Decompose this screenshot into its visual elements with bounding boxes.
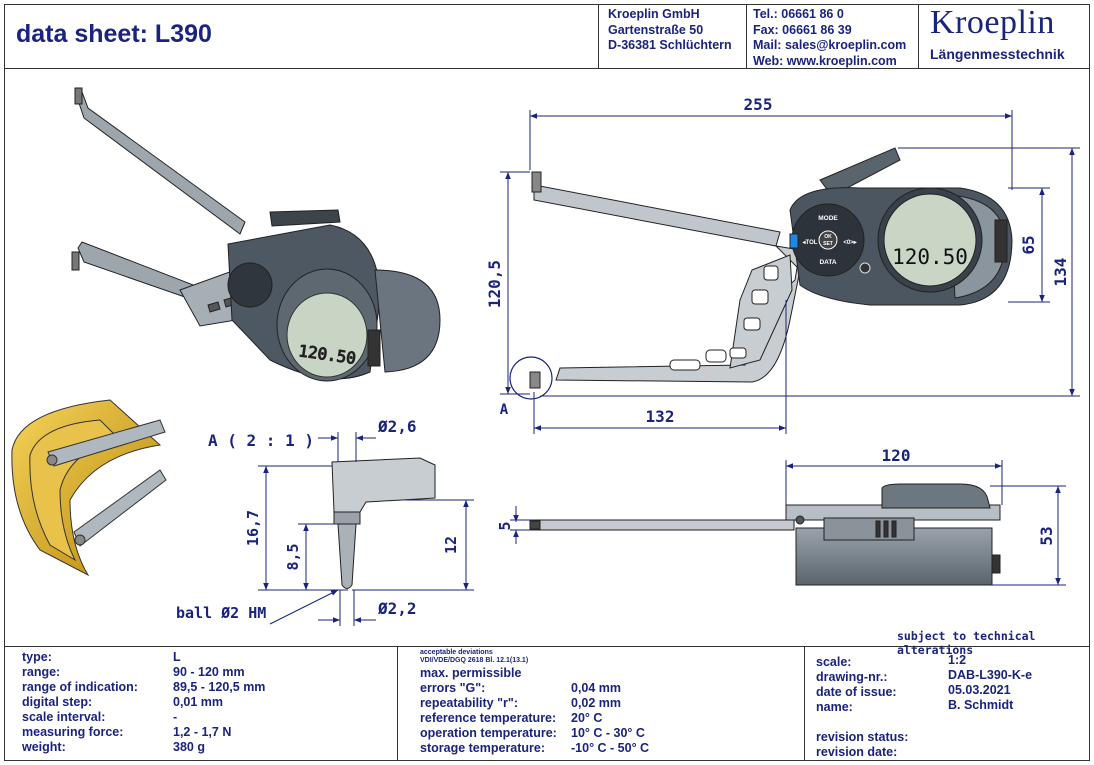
header-divider bbox=[4, 68, 1090, 69]
dim-53: 53 bbox=[1037, 526, 1056, 545]
dim-8-5: 8,5 bbox=[284, 543, 302, 570]
spec-label-range: range: bbox=[22, 665, 61, 679]
header-sep-1 bbox=[598, 4, 599, 68]
brand-logo: Kroeplin bbox=[930, 4, 1055, 41]
header-sep-2 bbox=[746, 4, 747, 68]
page-title: data sheet: L390 bbox=[16, 20, 212, 48]
side-view bbox=[529, 483, 1001, 586]
dev-label-ref-temp: reference temperature: bbox=[420, 711, 557, 725]
ball-label: ball Ø2 HM bbox=[176, 604, 266, 622]
drawing-info-values: 1:2 DAB-L390-K-e 05.03.2021 B. Schmidt bbox=[948, 653, 1032, 713]
spec-value-scale: - bbox=[173, 710, 178, 724]
info-label-scale: scale: bbox=[816, 655, 852, 669]
spec-value-range: 90 - 120 mm bbox=[173, 665, 245, 679]
revision-labels: revision status: revision date: bbox=[816, 730, 908, 760]
info-label-date: date of issue: bbox=[816, 685, 897, 699]
deviation-heading: acceptable deviations VDI/VDE/DGQ 2618 B… bbox=[420, 649, 528, 665]
company-name: Kroeplin GmbH bbox=[608, 7, 700, 21]
spec-value-indication: 89,5 - 120,5 mm bbox=[173, 680, 266, 694]
footer-divider bbox=[4, 646, 1090, 647]
info-label-name: name: bbox=[816, 700, 853, 714]
info-value-name: B. Schmidt bbox=[948, 698, 1014, 712]
dim-132: 132 bbox=[646, 407, 675, 426]
tol-button-label: ◂TOL bbox=[802, 240, 818, 246]
spec-value-force: 1,2 - 1,7 N bbox=[173, 725, 232, 739]
dim-dia-2-6: Ø2,6 bbox=[377, 417, 417, 436]
detail-mark-a: A bbox=[500, 402, 509, 418]
dim-5: 5 bbox=[496, 521, 514, 530]
info-value-scale: 1:2 bbox=[948, 653, 967, 667]
front-display-value: 120.50 bbox=[892, 245, 968, 269]
spec-value-type: L bbox=[173, 650, 181, 664]
data-button-label: DATA bbox=[819, 259, 836, 266]
company-city: D-36381 Schlüchtern bbox=[608, 38, 732, 52]
dim-16-7: 16,7 bbox=[244, 510, 262, 546]
spec-label-indication: range of indication: bbox=[22, 680, 138, 694]
dev-label-repeat: repeatability "r": bbox=[420, 696, 518, 710]
spec-value-step: 0,01 mm bbox=[173, 695, 224, 709]
info-label-nr: drawing-nr.: bbox=[816, 670, 888, 684]
zero-button-label: <0>▸ bbox=[843, 240, 857, 246]
header-sep-3 bbox=[918, 4, 919, 68]
revision-date-label: revision date: bbox=[816, 745, 898, 759]
deviation-heading-1: acceptable deviations bbox=[420, 649, 493, 656]
iso-view: 120.50 bbox=[71, 87, 441, 382]
deviation-heading-2: VDI/VDE/DGQ 2618 Bl. 12.1(13.1) bbox=[420, 657, 529, 664]
set-button-label: SET bbox=[823, 241, 833, 247]
deviation-heading-3: max. permissible bbox=[420, 666, 522, 680]
detail-a-title: A ( 2 : 1 ) bbox=[208, 431, 314, 450]
company-street: Gartenstraße 50 bbox=[608, 22, 704, 37]
spec-label-weight: weight: bbox=[22, 740, 66, 754]
info-value-date: 05.03.2021 bbox=[948, 683, 1011, 697]
dev-value-errors: 0,04 mm bbox=[571, 681, 622, 695]
revision-status-label: revision status: bbox=[816, 730, 909, 744]
spec-labels: type: range: range of indication: digita… bbox=[22, 650, 138, 755]
drawing-info-labels: scale: drawing-nr.: date of issue: name: bbox=[816, 655, 897, 715]
dev-value-store-temp: -10° C - 50° C bbox=[571, 741, 650, 755]
dim-134: 134 bbox=[1051, 258, 1070, 287]
deviation-values: 0,04 mm 0,02 mm 20° C 10° C - 30° C -10°… bbox=[571, 681, 649, 756]
detail-a bbox=[331, 457, 436, 589]
dimension-texts: 255 120,5 132 65 134 120 5 53 A A ( 2 : … bbox=[176, 95, 1070, 622]
footer-sep-2 bbox=[804, 646, 805, 761]
dev-label-errors: errors "G": bbox=[420, 681, 486, 695]
dev-value-op-temp: 10° C - 30° C bbox=[571, 726, 645, 740]
sheet-frame bbox=[4, 4, 1090, 761]
contact-tel: Tel.: 06661 86 0 bbox=[753, 7, 844, 21]
footer-sep-1 bbox=[397, 646, 398, 761]
contact-fax: Fax: 06661 86 39 bbox=[753, 22, 852, 37]
front-view: MODE ◂TOL OK SET <0>▸ DATA 120.50 bbox=[529, 147, 1013, 389]
dim-120: 120 bbox=[882, 446, 911, 465]
info-value-nr: DAB-L390-K-e bbox=[948, 668, 1033, 682]
mode-button-label: MODE bbox=[818, 215, 838, 222]
dev-value-repeat: 0,02 mm bbox=[571, 696, 622, 710]
deviation-labels: max. permissible errors "G": repeatabili… bbox=[420, 666, 557, 756]
dim-65: 65 bbox=[1019, 235, 1038, 254]
company-contact: Tel.: 06661 86 0 Fax: 06661 86 39 Mail: … bbox=[753, 7, 906, 69]
contact-web[interactable]: Web: www.kroeplin.com bbox=[753, 53, 897, 68]
spec-label-step: digital step: bbox=[22, 695, 93, 709]
dimension-lines bbox=[258, 110, 1080, 626]
dim-12: 12 bbox=[442, 536, 460, 554]
dev-value-ref-temp: 20° C bbox=[571, 711, 603, 725]
dim-255: 255 bbox=[744, 95, 773, 114]
dev-label-store-temp: storage temperature: bbox=[420, 741, 546, 755]
dim-dia-2-2: Ø2,2 bbox=[377, 599, 417, 618]
contact-mail[interactable]: Mail: sales@kroeplin.com bbox=[753, 38, 907, 52]
spec-values: L 90 - 120 mm 89,5 - 120,5 mm 0,01 mm - … bbox=[173, 650, 265, 755]
brand-tagline: Längenmesstechnik bbox=[930, 46, 1065, 62]
ok-button-label: OK bbox=[824, 234, 832, 240]
company-address: Kroeplin GmbH Gartenstraße 50 D-36381 Sc… bbox=[608, 7, 732, 54]
spec-label-type: type: bbox=[22, 650, 52, 664]
spec-value-weight: 380 g bbox=[173, 740, 205, 754]
spec-label-scale: scale interval: bbox=[22, 710, 106, 724]
technical-note: subject to technical alterations bbox=[897, 629, 1036, 657]
dim-120-5: 120,5 bbox=[485, 260, 504, 308]
spec-label-force: measuring force: bbox=[22, 725, 124, 739]
dev-label-op-temp: operation temperature: bbox=[420, 726, 557, 740]
application-sketch bbox=[11, 399, 167, 577]
